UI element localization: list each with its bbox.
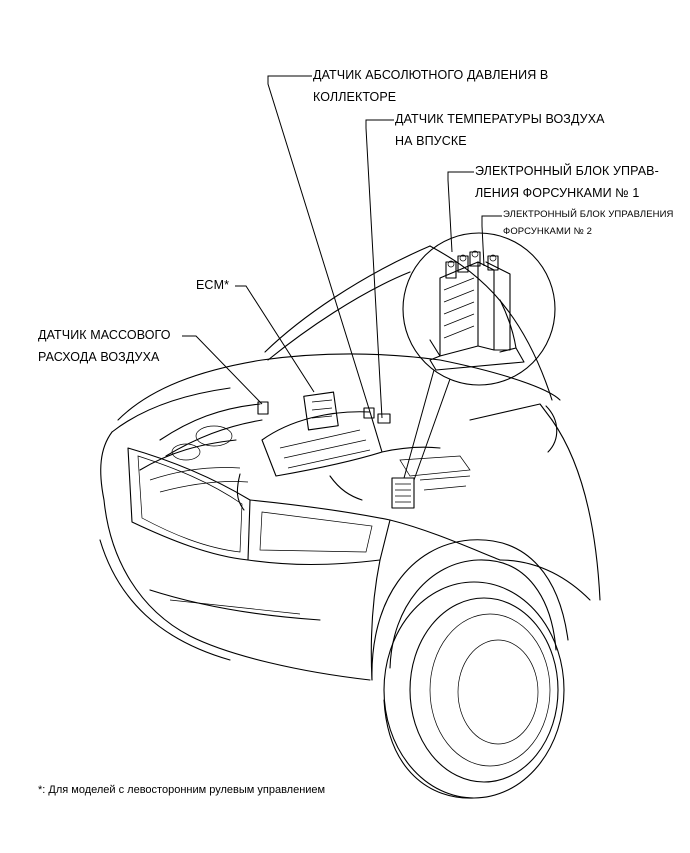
map-sensor-label-line1: ДАТЧИК АБСОЛЮТНОГО ДАВЛЕНИЯ В [313,68,549,82]
maf-sensor-label-line1: ДАТЧИК МАССОВОГО [38,328,171,342]
ecm-label: ECM* [196,278,230,292]
edu2-label-line1: ЭЛЕКТРОННЫЙ БЛОК УПРАВЛЕНИЯ [503,209,674,220]
vehicle-body [99,245,601,681]
footnote: *: Для моделей с левосторонним рулевым у… [38,784,326,796]
edu1-label-line2: ЛЕНИЯ ФОРСУНКАМИ № 1 [475,186,640,200]
engine-bay [139,391,471,511]
edu-detail-callout [402,232,556,481]
maf-sensor-label-line2: РАСХОДА ВОЗДУХА [38,350,160,364]
front-wheel [383,581,565,799]
edu1-label-line1: ЭЛЕКТРОННЫЙ БЛОК УПРАВ- [475,164,659,178]
iat-sensor-label-line2: НА ВПУСКЕ [395,134,467,148]
iat-sensor-label-line1: ДАТЧИК ТЕМПЕРАТУРЫ ВОЗДУХА [395,112,605,126]
edu2-label-line2: ФОРСУНКАМИ № 2 [503,226,593,237]
map-sensor-label-line2: КОЛЛЕКТОРЕ [313,90,397,104]
